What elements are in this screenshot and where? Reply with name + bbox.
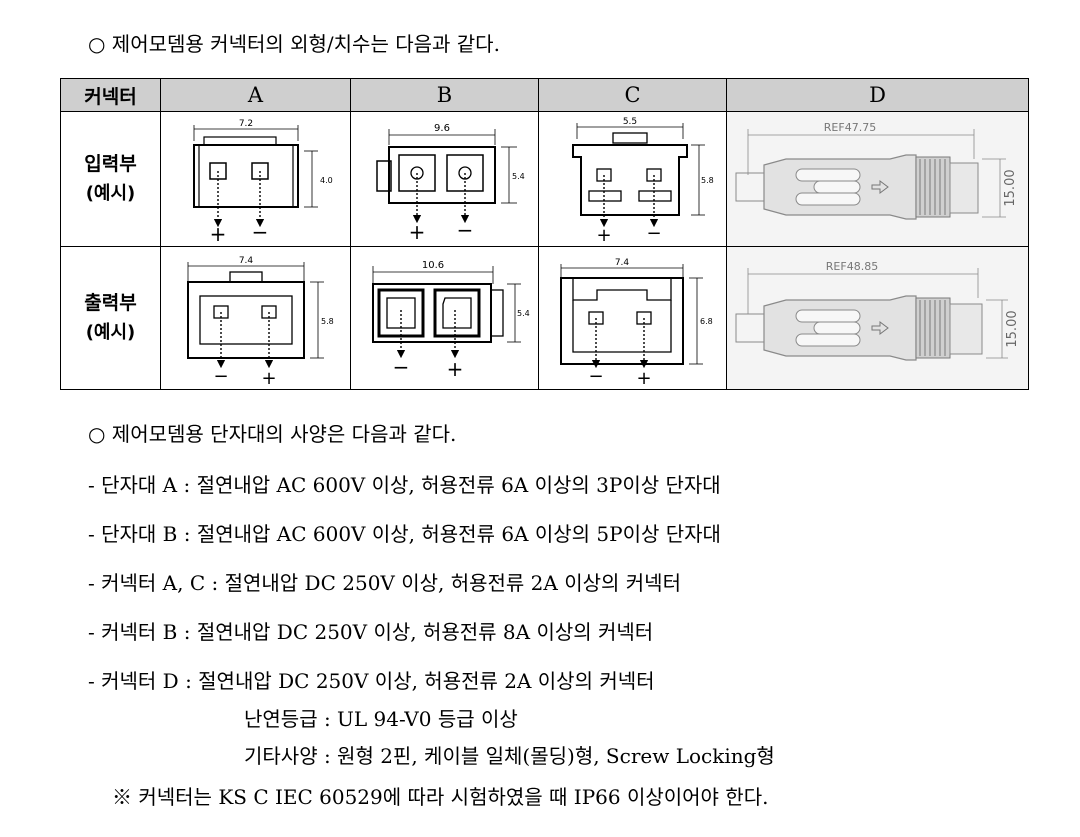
spec-terminal-b: - 단자대 B : 절연내압 AC 600V 이상, 허용전류 6A 이상의 5… (88, 522, 721, 546)
output-a-height: 5.8 (321, 317, 334, 326)
input-a-height: 4.0 (320, 176, 333, 185)
input-c-drawing: 5.5 5.8 + − (538, 111, 727, 247)
input-b-height: 5.4 (512, 172, 525, 181)
header-connector: 커넥터 (60, 78, 161, 112)
output-a-pol-2: + (261, 368, 276, 386)
output-c-pol-1: − (588, 366, 603, 386)
input-c-pol-1: + (596, 225, 611, 243)
input-c-pol-2: − (646, 223, 661, 243)
header-a: A (160, 78, 351, 112)
intro-connector-shape: ○ 제어모뎀용 커넥터의 외형/치수는 다음과 같다. (88, 32, 500, 56)
output-a-pol-1: − (213, 366, 228, 386)
spec-connector-d: - 커넥터 D : 절연내압 DC 250V 이상, 허용전류 2A 이상의 커… (88, 669, 655, 693)
output-b-drawing: 10.6 5.4 − + (350, 246, 539, 390)
input-d-ref: REF47.75 (823, 121, 875, 134)
header-b: B (350, 78, 539, 112)
output-a-width: 7.4 (238, 256, 253, 266)
output-b-width: 10.6 (421, 260, 443, 271)
table-header-row: 커넥터 A B C D (60, 78, 1029, 112)
output-example-label: (예시) (85, 322, 136, 343)
output-a-drawing: 7.4 5.8 − + (160, 246, 351, 390)
output-b-pol-2: + (446, 357, 463, 381)
output-d-height: 15.00 (1005, 310, 1020, 347)
input-c-height: 5.8 (701, 176, 714, 185)
spec-connector-ac: - 커넥터 A, C : 절연내압 DC 250V 이상, 허용전류 2A 이상… (88, 571, 681, 595)
output-label: 출력부 (84, 292, 137, 314)
spec-terminal-a: - 단자대 A : 절연내압 AC 600V 이상, 허용전류 6A 이상의 3… (88, 473, 721, 497)
input-c-width: 5.5 (622, 117, 636, 127)
table-row-input: 입력부 (예시) 7.2 4.0 (60, 111, 1029, 247)
input-example-label: (예시) (85, 183, 136, 204)
output-b-pol-1: − (392, 355, 409, 379)
output-c-width: 7.4 (614, 258, 629, 268)
note-ip66: ※ 커넥터는 KS C IEC 60529에 따라 시험하였을 때 IP66 이… (112, 785, 769, 809)
output-c-drawing: 7.4 6.8 − + (538, 246, 727, 390)
output-b-height: 5.4 (517, 309, 530, 318)
spec-connector-b: - 커넥터 B : 절연내압 DC 250V 이상, 허용전류 8A 이상의 커… (88, 620, 654, 644)
input-b-width: 9.6 (434, 123, 450, 134)
input-a-width: 7.2 (238, 119, 252, 129)
input-label: 입력부 (84, 153, 137, 175)
connector-table: 커넥터 A B C D 입력부 (예시) 7.2 (60, 78, 1029, 390)
spec-d-flame-rating: 난연등급 : UL 94-V0 등급 이상 (244, 707, 518, 731)
input-a-drawing: 7.2 4.0 + − (160, 111, 351, 247)
input-b-pol-1: + (408, 220, 425, 243)
input-a-pol-1: + (209, 222, 226, 243)
input-b-pol-2: − (456, 218, 473, 242)
input-d-height: 15.00 (1003, 169, 1018, 206)
input-b-drawing: 9.6 5.4 + − (350, 111, 539, 247)
header-c: C (538, 78, 727, 112)
intro-terminal-spec: ○ 제어모뎀용 단자대의 사양은 다음과 같다. (88, 422, 457, 446)
output-d-drawing: REF48.85 15.00 (726, 246, 1029, 390)
table-row-output: 출력부 (예시) 7.4 5.8 − + (60, 246, 1029, 390)
header-d: D (726, 78, 1029, 112)
row-label-output: 출력부 (예시) (60, 246, 161, 390)
output-c-height: 6.8 (700, 317, 713, 326)
input-d-drawing: REF47.75 15.00 (726, 111, 1029, 247)
row-label-input: 입력부 (예시) (60, 111, 161, 247)
output-d-ref: REF48.85 (825, 260, 877, 273)
output-c-pol-2: + (636, 368, 651, 386)
input-a-pol-2: − (251, 220, 268, 243)
spec-d-other: 기타사양 : 원형 2핀, 케이블 일체(몰딩)형, Screw Locking… (244, 744, 775, 768)
